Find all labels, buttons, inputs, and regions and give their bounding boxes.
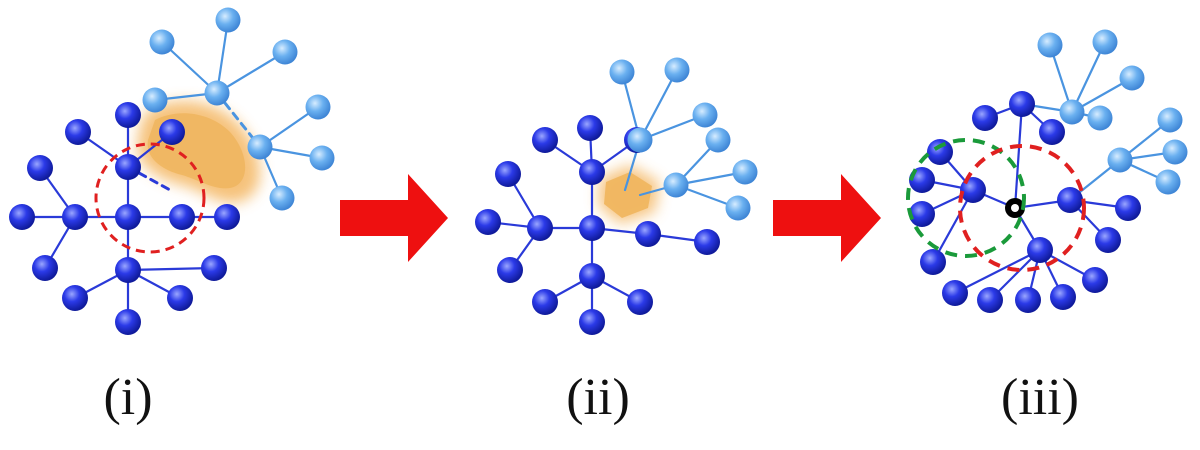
node-light — [247, 134, 273, 160]
graph-edge — [931, 188, 975, 264]
node-dark — [960, 177, 986, 203]
neighborhood-circle-green — [906, 138, 1026, 258]
node-dark — [1027, 237, 1053, 263]
node-light — [705, 127, 731, 153]
graph-edge — [1013, 102, 1024, 210]
neighborhood-circle-red — [958, 144, 1086, 272]
overlap-region-core — [604, 172, 652, 218]
node-light — [1157, 107, 1183, 133]
node-dark — [1050, 284, 1076, 310]
arrow-right-icon — [340, 174, 448, 262]
node-dark — [115, 257, 141, 283]
node-dark — [32, 255, 58, 281]
graph-edge — [638, 68, 679, 142]
panel-label-iii: (iii) — [1001, 369, 1079, 426]
neighborhood-circle-red — [94, 142, 206, 254]
node-dark — [497, 257, 523, 283]
node-light — [309, 145, 335, 171]
node-dark — [1082, 267, 1108, 293]
node-dark — [27, 155, 53, 181]
node-light — [1107, 147, 1133, 173]
node-dark — [920, 249, 946, 275]
node-dark — [1009, 91, 1035, 117]
node-dark — [495, 161, 521, 187]
node-dark — [977, 287, 1003, 313]
node-dark — [1095, 227, 1121, 253]
node-light — [692, 102, 718, 128]
node-light — [1155, 169, 1181, 195]
node-light — [732, 159, 758, 185]
node-dark — [201, 255, 227, 281]
node-dark — [115, 154, 141, 180]
node-light — [609, 59, 635, 85]
node-light — [142, 87, 168, 113]
arrow-right-icon — [773, 174, 881, 262]
graph-edge — [953, 248, 1042, 295]
node-dark — [115, 102, 141, 128]
node-dark — [214, 204, 240, 230]
graph-edge — [160, 40, 219, 95]
node-light — [1092, 29, 1118, 55]
node-light — [1037, 32, 1063, 58]
node-dark — [635, 221, 661, 247]
panel-label-ii: (ii) — [566, 369, 630, 426]
node-dark — [62, 285, 88, 311]
node-dark — [579, 215, 605, 241]
node-dark — [167, 285, 193, 311]
node-light — [305, 94, 331, 120]
node-light — [215, 7, 241, 33]
node-light — [1059, 99, 1085, 125]
node-dark — [942, 280, 968, 306]
node-light — [1087, 105, 1113, 131]
node-dark — [927, 139, 953, 165]
node-dark — [972, 105, 998, 131]
node-dark — [169, 204, 195, 230]
node-dark — [1039, 119, 1065, 145]
node-light — [272, 39, 298, 65]
node-light — [1162, 139, 1188, 165]
node-light — [663, 172, 689, 198]
node-dark — [579, 159, 605, 185]
node-dark — [115, 204, 141, 230]
node-dark — [65, 119, 91, 145]
node-light — [204, 80, 230, 106]
node-light — [664, 57, 690, 83]
node-dark — [115, 309, 141, 335]
node-dark — [532, 289, 558, 315]
node-dark — [577, 115, 603, 141]
graph-edge — [126, 266, 216, 272]
panel-label-i: (i) — [103, 369, 153, 426]
node-dark — [1115, 195, 1141, 221]
node-dark — [532, 127, 558, 153]
node-light — [149, 29, 175, 55]
node-dark — [527, 215, 553, 241]
node-light — [627, 127, 653, 153]
center-node-dot — [1011, 204, 1019, 212]
node-light — [725, 195, 751, 221]
node-dark — [627, 289, 653, 315]
node-light — [1119, 65, 1145, 91]
node-dark — [9, 204, 35, 230]
graph-edge — [1070, 40, 1107, 114]
node-dark — [159, 119, 185, 145]
node-dark — [475, 209, 501, 235]
node-dark — [694, 229, 720, 255]
node-dark — [1057, 187, 1083, 213]
node-dark — [1015, 287, 1041, 313]
graph-edge — [215, 50, 287, 95]
node-dark — [62, 204, 88, 230]
node-dark — [909, 201, 935, 227]
node-dark — [579, 263, 605, 289]
node-light — [269, 185, 295, 211]
node-dark — [579, 309, 605, 335]
